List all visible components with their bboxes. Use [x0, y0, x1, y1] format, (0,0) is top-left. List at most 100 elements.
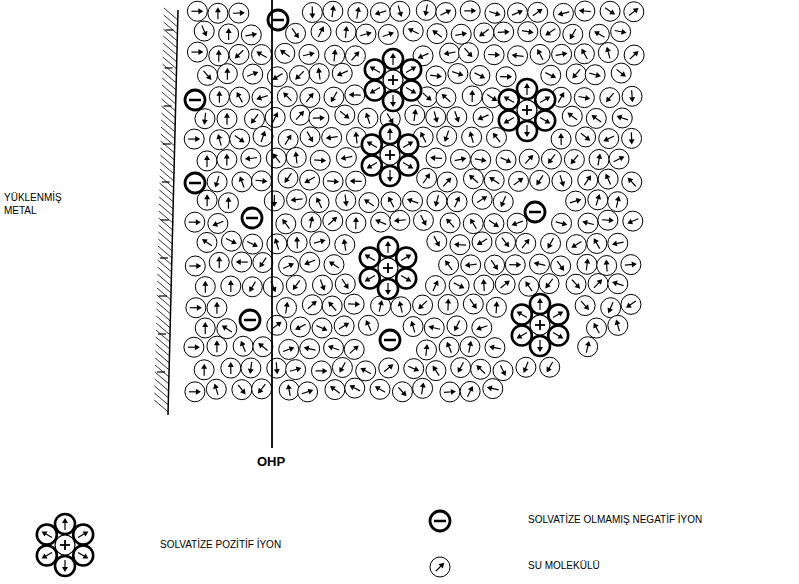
water-molecule: [356, 361, 376, 381]
water-molecule: [401, 60, 421, 80]
water-molecule: [566, 235, 586, 255]
hatch-line: [160, 155, 174, 167]
hatch-line: [159, 197, 173, 209]
water-molecule: [516, 233, 536, 253]
hatch-line: [158, 260, 172, 272]
water-molecule: [540, 357, 560, 377]
water-molecule: [578, 213, 598, 233]
water-molecule: [233, 336, 253, 356]
hatch-line: [160, 183, 174, 195]
water-molecule: [302, 3, 322, 23]
water-molecule: [472, 318, 492, 338]
water-molecule: [427, 24, 447, 44]
water-molecule: [485, 3, 505, 23]
water-molecule: [207, 336, 227, 356]
hatch-line: [157, 288, 171, 300]
hatch-line: [157, 302, 171, 314]
hatch-line: [155, 372, 169, 384]
water-molecule: [221, 358, 241, 378]
water-molecule: [588, 274, 608, 294]
surface-charge: [164, 105, 172, 106]
water-molecule: [553, 3, 573, 23]
water-molecule: [323, 171, 343, 191]
water-molecule: [540, 22, 560, 42]
water-molecule: [598, 169, 618, 189]
water-molecule: [309, 64, 329, 84]
water-molecule: [450, 235, 470, 255]
water-molecule: [622, 128, 642, 148]
surface-charge: [165, 67, 173, 68]
water-molecule: [440, 213, 460, 233]
water-molecule: [335, 274, 355, 294]
water-molecule: [229, 3, 249, 23]
water-molecule: [371, 212, 391, 232]
water-molecule: [325, 45, 345, 65]
hatch-line: [161, 113, 175, 125]
water-molecule: [622, 172, 642, 192]
water-molecule: [290, 105, 310, 125]
water-molecule: [585, 65, 605, 85]
water-molecule: [206, 379, 226, 399]
water-molecule: [541, 149, 561, 169]
water-molecule: [301, 212, 321, 232]
water-molecule: [588, 190, 608, 210]
water-molecule: [427, 191, 447, 211]
water-molecule: [208, 213, 228, 233]
water-molecule: [380, 166, 400, 186]
water-molecule: [600, 88, 620, 108]
water-molecule: [279, 380, 299, 400]
water-molecule: [184, 337, 204, 357]
water-molecule: [403, 21, 423, 41]
water-molecule: [566, 191, 586, 211]
water-molecule: [548, 326, 568, 346]
water-molecule: [252, 45, 272, 65]
metal-label: YÜKLENMİŞ METAL: [4, 192, 76, 217]
hatch-line: [162, 92, 176, 104]
hatch-line: [158, 239, 172, 251]
water-molecule: [436, 88, 456, 108]
hatch-line: [163, 50, 177, 62]
water-molecule: [365, 81, 385, 101]
water-molecule: [416, 0, 436, 20]
water-molecule: [403, 317, 423, 337]
water-molecule: [578, 337, 598, 357]
hatch-line: [156, 337, 170, 349]
negative-ion: [525, 202, 545, 222]
hatch-line: [160, 176, 174, 188]
water-molecule: [600, 1, 620, 21]
hatch-line: [154, 393, 168, 405]
hatch-line: [154, 400, 168, 412]
water-molecule: [325, 380, 345, 400]
water-molecule: [362, 135, 382, 155]
water-molecule: [548, 305, 568, 325]
hatch-line: [156, 316, 170, 328]
water-molecule: [437, 172, 457, 192]
water-molecule: [208, 3, 228, 23]
hatch-line: [161, 141, 175, 153]
water-molecule: [232, 380, 252, 400]
water-molecule: [55, 556, 75, 576]
water-molecule: [229, 44, 249, 64]
hatch-line: [158, 232, 172, 244]
water-molecule: [495, 274, 515, 294]
water-molecule: [451, 24, 471, 44]
hatch-line: [163, 64, 177, 76]
water-molecule: [512, 305, 532, 325]
water-molecule: [252, 379, 272, 399]
water-molecule: [552, 44, 572, 64]
water-molecule: [621, 255, 641, 275]
solvated-positive-ion: [499, 79, 555, 141]
hatch-line: [161, 120, 175, 132]
water-molecule: [624, 45, 644, 65]
water-molecule: [427, 231, 447, 251]
water-molecule: [529, 254, 549, 274]
hatch-line: [156, 344, 170, 356]
surface-charge: [162, 181, 170, 182]
water-molecule: [287, 190, 307, 210]
water-molecule: [608, 315, 628, 335]
water-molecule: [440, 43, 460, 63]
water-molecule: [324, 255, 344, 275]
water-molecule: [359, 193, 379, 213]
hatch-line: [159, 211, 173, 223]
